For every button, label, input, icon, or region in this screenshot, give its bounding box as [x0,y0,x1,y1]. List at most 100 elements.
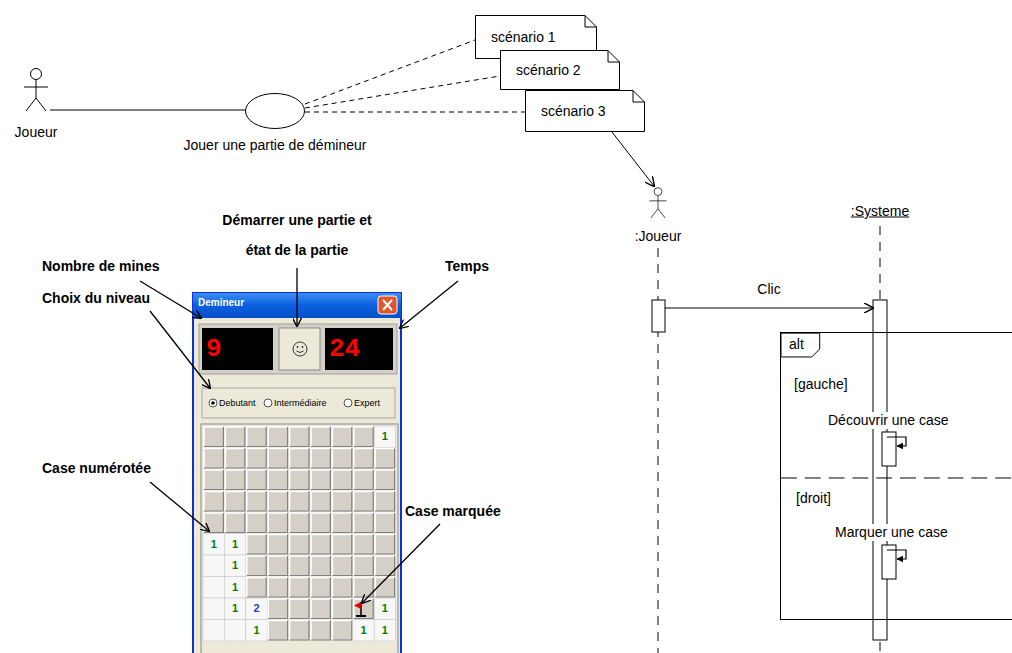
cell-bevel-light [332,492,351,512]
cell-bevel-light [332,599,351,619]
cell-bevel-light [247,492,266,512]
node-label: :Joueur [635,228,682,245]
cell-bevel-dark [311,470,330,490]
callout-label: Nombre de mines [42,258,159,275]
callout-label: Démarrer une partie et état de la partie [219,205,375,265]
covered-cell [246,513,266,534]
cell-bevel-light [247,449,266,469]
covered-cell [246,556,266,577]
window-text: 24 [329,334,360,364]
fragment-tab [781,333,820,357]
covered-cell [375,491,395,512]
covered-cell [268,448,288,469]
covered-cell [204,470,224,491]
cell-bevel-light [332,513,351,533]
cell-bevel-light [311,556,330,576]
covered-cell [311,448,331,469]
cell-bevel-dark [311,599,330,619]
covered-cell [268,556,288,577]
covered-cell [289,513,309,534]
cell-bevel-light [311,621,330,641]
leader-lines-part [150,482,209,531]
activation-bars-part [873,300,887,640]
minesweeper-window-part [383,300,392,310]
cell-bevel-light [332,427,351,447]
cell-bevel-dark [311,621,330,641]
covered-cell [204,427,224,448]
covered-cell [311,620,331,641]
callout-label: Temps [445,258,489,275]
window-text: Demineur [198,297,244,309]
covered-cell [246,491,266,512]
cell-bevel-light [225,427,244,447]
note-sheet [501,51,620,90]
covered-cell [204,491,224,512]
covered-cell [311,470,331,491]
cell-bevel-light [268,427,287,447]
open-cell [203,577,224,599]
cell-bevel-light [311,492,330,512]
cell-bevel-light [268,535,287,555]
connector [665,308,873,309]
minesweeper-window-part [279,328,320,370]
covered-cell [353,427,373,448]
covered-cell [289,577,309,598]
node-label: alt [789,336,804,353]
cell-bevel-light [332,578,351,598]
minesweeper-window-part [297,346,299,348]
covered-cell [353,534,373,555]
covered-cell [268,534,288,555]
cell-bevel-dark [225,470,244,490]
covered-cell [225,427,245,448]
minesweeper-window-part [297,351,304,353]
activation-bars-part [652,300,665,332]
covered-cell [268,599,288,620]
covered-cell [353,491,373,512]
cell-bevel-dark [311,556,330,576]
covered-cell [332,577,352,598]
node-outline [22,68,50,112]
cell-bevel-dark [311,449,330,469]
cell-bevel-light [290,470,309,490]
covered-cell [225,470,245,491]
covered-cell [332,620,352,641]
open-cell [374,620,395,642]
cell-bevel-light [268,578,287,598]
use-case: Jouer une partie de démineur [245,93,305,129]
actor-figure: Joueur [22,68,50,112]
note-sheet [526,91,645,132]
callout-label: Case marquée [405,503,501,520]
cell-bevel-light [268,470,287,490]
covered-cell [311,534,331,555]
cell-bevel-dark [290,427,309,447]
covered-cell [289,448,309,469]
covered-cell [311,599,331,620]
cell-bevel-dark [268,470,287,490]
covered-cell [289,491,309,512]
minesweeper-window-part [264,399,272,407]
open-cell [224,534,245,556]
cell-bevel-dark [375,535,394,555]
cell-bevel-light [290,449,309,469]
minesweeper-window-part [378,296,397,314]
minesweeper-window-part [293,342,307,356]
cell-bevel-light [354,427,373,447]
object-head: :Systeme [838,198,922,224]
actor-head [31,69,42,80]
cell-bevel-light [247,578,266,598]
activation-bars [652,300,896,640]
cell-bevel-dark [332,556,351,576]
leader-lines-part [150,311,210,388]
node-label: :Systeme [851,203,909,220]
flag-icon-part [354,602,361,609]
callout-label: Case numérotée [42,460,151,477]
cell-bevel-light [375,492,394,512]
open-cell [246,620,267,642]
covered-cell [311,577,331,598]
window-text: Expert [354,398,380,409]
cell-bevel-light [204,470,223,490]
message-label: Découvrir une case [826,412,951,429]
cell-bevel-light [354,556,373,576]
cell-bevel-dark [354,470,373,490]
covered-cell [246,534,266,555]
